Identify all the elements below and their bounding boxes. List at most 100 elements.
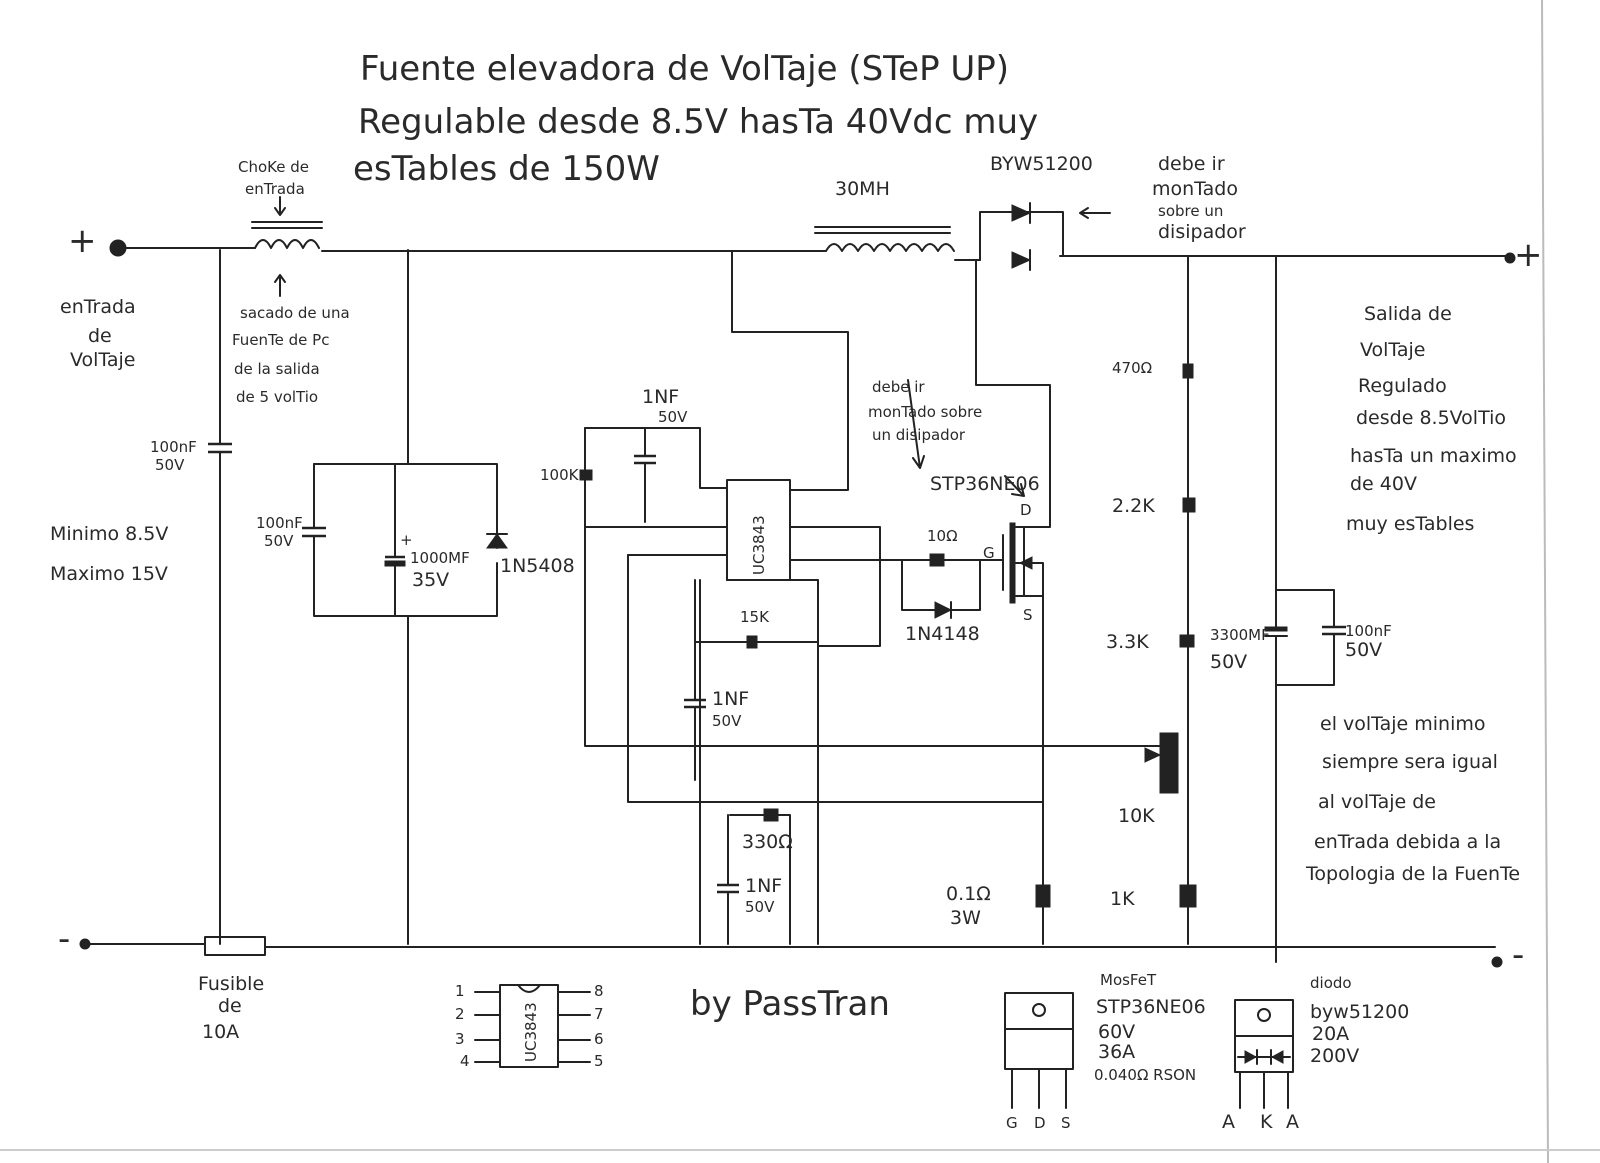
filter-cap2-voltage: 35V — [412, 569, 449, 591]
filter-diode-label: 1N5408 — [500, 555, 575, 577]
ic-pin-1: 1 — [455, 982, 465, 1000]
output-plus: + — [1514, 235, 1543, 275]
input-min: Minimo 8.5V — [50, 523, 168, 545]
mosfet-pin-label-g: G — [1006, 1114, 1018, 1132]
filter-cap2-polarity: + — [400, 531, 413, 549]
choke-label2: enTrada — [245, 180, 305, 198]
diode-1n5408 — [486, 533, 508, 549]
diode-note3: sobre un — [1158, 202, 1223, 220]
title-line2: Regulable desde 8.5V hasTa 40Vdc muy — [358, 102, 1038, 142]
gate-network — [789, 553, 1004, 619]
input-cap-value: 100nF — [150, 438, 197, 456]
output-label3: Regulado — [1358, 375, 1447, 397]
diode-note4: disipador — [1158, 221, 1246, 243]
input-label2: de — [88, 325, 112, 347]
input-label3: VolTaje — [70, 349, 136, 371]
boost-inductor — [814, 226, 955, 252]
title-line3: esTables de 150W — [353, 149, 660, 189]
choke-note1: sacado de una — [240, 304, 350, 322]
filter-cap2-value: 1000MF — [410, 549, 470, 567]
input-max: Maximo 15V — [50, 563, 168, 585]
diode-note1: debe ir — [1158, 153, 1225, 175]
inductor-label: 30MH — [835, 178, 890, 200]
pinout-diode-a: 20A — [1312, 1023, 1349, 1045]
divider-r3: 3.3K — [1106, 631, 1149, 653]
note-line3: al volTaje de — [1318, 791, 1436, 813]
gate-resistor — [929, 553, 945, 567]
choke-note2: FuenTe de Pc — [232, 331, 329, 349]
pinout-mosfet-r: 0.040Ω RSON — [1094, 1066, 1196, 1084]
mosfet-note1: debe ir — [872, 378, 925, 396]
pinout-mosfet-title: MosFeT — [1100, 971, 1157, 989]
gate-diode-label: 1N4148 — [905, 623, 980, 645]
mosfet-note3: un disipador — [872, 426, 966, 444]
diode-pin-label-a1: A — [1222, 1111, 1235, 1133]
sense-res-label: 0.1Ω — [946, 883, 991, 905]
pinout-mosfet-v: 60V — [1098, 1021, 1135, 1043]
cs-cap-voltage: 50V — [745, 898, 775, 916]
mosfet-stp36ne06 — [907, 379, 1044, 604]
output-minus: - — [1512, 935, 1524, 975]
out-cap1-voltage: 50V — [1210, 651, 1247, 673]
cs-resistor — [763, 808, 779, 822]
pinout-ic-name: UC3843 — [522, 1002, 540, 1062]
feedback-divider — [1159, 255, 1197, 945]
ic-pinout — [474, 984, 591, 1068]
note-line2: siempre sera igual — [1322, 751, 1498, 773]
pinout-mosfet-a: 36A — [1098, 1041, 1135, 1063]
sense-watt-label: 3W — [950, 907, 981, 929]
note-line5: Topologia de la FuenTe — [1305, 863, 1520, 885]
fuse-label3: 10A — [202, 1021, 239, 1043]
title-line1: Fuente elevadora de VolTaje (STeP UP) — [360, 49, 1009, 89]
output-label4: desde 8.5VolTio — [1356, 407, 1506, 429]
fuse-label2: de — [218, 995, 242, 1017]
fb-res-label: 15K — [740, 608, 770, 626]
diode-pin-label-k: K — [1260, 1111, 1273, 1133]
out-cap2-value: 100nF — [1345, 622, 1392, 640]
comp-cap-voltage: 50V — [712, 712, 742, 730]
out-cap1-value: 3300MF — [1210, 626, 1270, 644]
input-plus: + — [68, 221, 97, 261]
ic-chip-label: UC3843 — [750, 515, 768, 575]
ic-pin-6: 6 — [594, 1030, 604, 1048]
author-signature: by PassTran — [690, 984, 890, 1024]
input-label1: enTrada — [60, 296, 136, 318]
gate-diode — [934, 601, 953, 619]
input-filter — [302, 249, 508, 945]
input-choke — [251, 196, 323, 297]
mosfet-pin-d: D — [1020, 501, 1032, 519]
choke-note3: de la salida — [234, 360, 320, 378]
choke-note4: de 5 volTio — [236, 388, 318, 406]
timing-cap-value: 1NF — [642, 386, 679, 408]
output-label1: Salida de — [1364, 303, 1452, 325]
filter-cap1-voltage: 50V — [264, 532, 294, 550]
mosfet-pin-label-d: D — [1034, 1114, 1046, 1132]
input-capacitor — [208, 249, 232, 945]
diode-pin-label-a2: A — [1286, 1111, 1299, 1133]
timing-resistor — [579, 469, 593, 481]
ic-pin-5: 5 — [594, 1052, 604, 1070]
ic-pin-7: 7 — [594, 1005, 604, 1023]
cs-res-label: 330Ω — [742, 831, 793, 853]
output-label6: de 40V — [1350, 473, 1417, 495]
divider-r4: 1K — [1110, 888, 1135, 910]
fuse — [204, 936, 266, 956]
choke-label1: ChoKe de — [238, 158, 309, 176]
divider-r1: 470Ω — [1112, 359, 1152, 377]
filter-cap1-value: 100nF — [256, 514, 303, 532]
pinout-mosfet-part: STP36NE06 — [1096, 996, 1206, 1018]
fuse-label1: Fusible — [198, 973, 264, 995]
pinout-diode-title: diodo — [1310, 974, 1352, 992]
input-minus: - — [58, 919, 70, 959]
gate-res-label: 10Ω — [927, 527, 958, 545]
output-label2: VolTaje — [1360, 339, 1426, 361]
output-label5: hasTa un maximo — [1350, 445, 1517, 467]
negative-rail — [79, 938, 1503, 968]
ic-pin-4: 4 — [460, 1052, 470, 1070]
sense-resistor — [1035, 884, 1051, 908]
output-capacitors — [1264, 255, 1346, 963]
mosfet-pinout — [1004, 992, 1074, 1109]
input-cap-voltage: 50V — [155, 456, 185, 474]
